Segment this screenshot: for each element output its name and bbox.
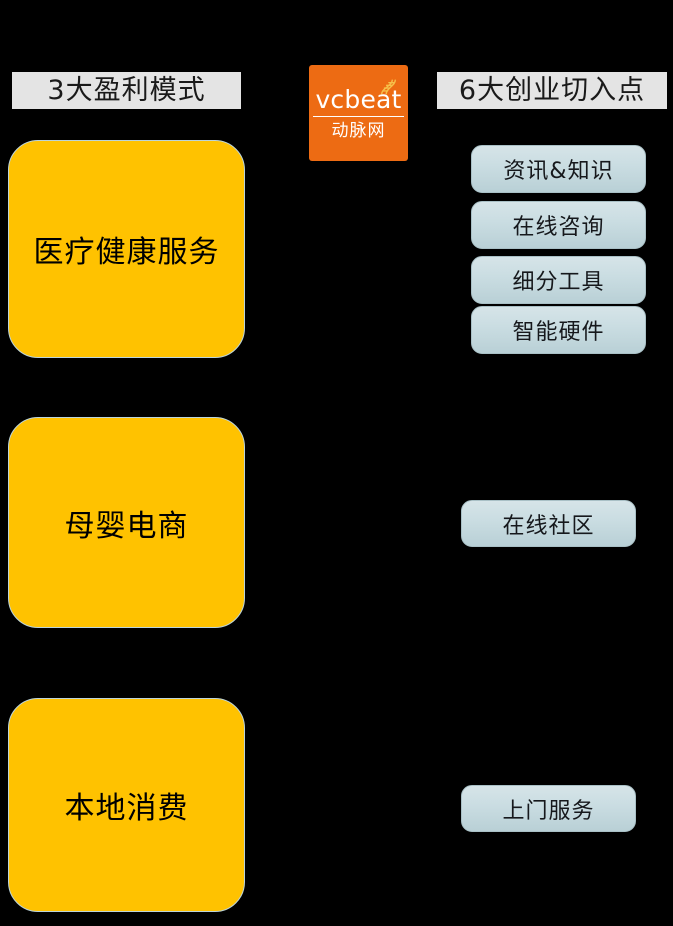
- entry-point-label: 在线咨询: [512, 215, 605, 240]
- profit-mode-label: 医疗健康服务: [33, 235, 220, 270]
- profit-mode-box[interactable]: 医疗健康服务: [8, 140, 245, 358]
- profit-modes-header-label: 3大盈利模式: [47, 75, 206, 106]
- entry-point-button[interactable]: 智能硬件: [471, 306, 646, 354]
- entry-points-header-label: 6大创业切入点: [458, 75, 646, 106]
- logo-wordmark-text: vcbeat: [313, 79, 404, 117]
- entry-point-button[interactable]: 资讯&知识: [471, 145, 646, 193]
- profit-modes-header: 3大盈利模式: [12, 72, 241, 109]
- profit-mode-label: 本地消费: [64, 791, 189, 826]
- vcbeat-logo: vcbeat 动脉网: [309, 65, 408, 161]
- entry-point-button[interactable]: 在线咨询: [471, 201, 646, 249]
- profit-mode-box[interactable]: 本地消费: [8, 698, 245, 912]
- entry-point-button[interactable]: 在线社区: [461, 500, 636, 547]
- entry-point-label: 在线社区: [502, 513, 595, 539]
- entry-points-header: 6大创业切入点: [437, 72, 667, 109]
- entry-point-button[interactable]: 细分工具: [471, 256, 646, 304]
- entry-point-label: 智能硬件: [512, 320, 605, 345]
- entry-point-label: 资讯&知识: [503, 159, 614, 184]
- profit-mode-label: 母婴电商: [64, 508, 189, 544]
- entry-point-button[interactable]: 上门服务: [461, 785, 636, 832]
- entry-point-label: 上门服务: [502, 798, 595, 824]
- profit-mode-box[interactable]: 母婴电商: [8, 417, 245, 628]
- entry-point-label: 细分工具: [512, 270, 605, 295]
- logo-subtext-label: 动脉网: [331, 120, 386, 141]
- logo-wordmark-label: vcbeat: [315, 84, 402, 114]
